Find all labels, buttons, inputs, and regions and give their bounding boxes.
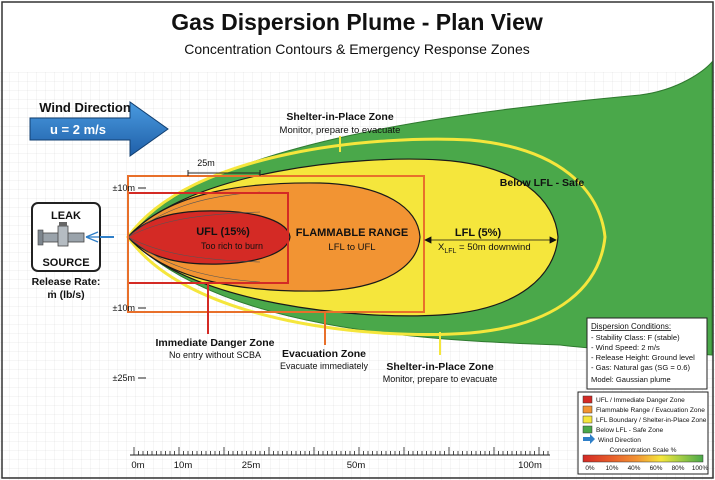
concentration-scale-bar xyxy=(582,454,704,463)
legend-swatch-ufl xyxy=(582,395,593,404)
conditions-title: Dispersion Conditions: xyxy=(591,322,671,331)
x-top-bracket xyxy=(187,170,261,176)
y-axis-label-bottom: ±25m xyxy=(113,373,135,383)
legend-wind-arrow-icon xyxy=(583,434,595,444)
evac-title: Evacuation Zone xyxy=(282,348,366,360)
evac-desc: Evacuate immediately xyxy=(280,361,369,371)
conditions-line-2: - Wind Speed: 2 m/s xyxy=(591,343,660,352)
y-axis-label-mid: ±10m xyxy=(113,303,135,313)
y-axis-label-top: ±10m xyxy=(113,183,135,193)
evacuation-boundary xyxy=(127,175,425,313)
scale-label-40: 40% xyxy=(628,465,641,472)
legend-label-safe: Below LFL - Safe Zone xyxy=(596,427,664,434)
scale-title: Concentration Scale % xyxy=(609,447,676,454)
legend-label-wind: Wind Direction xyxy=(598,437,641,444)
lfl-distance-arrow xyxy=(424,236,557,244)
below-lfl-label: Below LFL - Safe xyxy=(500,177,585,189)
ufl-title: UFL (15%) xyxy=(196,226,250,238)
legend-label-ufl: UFL / Immediate Danger Zone xyxy=(596,397,685,404)
wind-speed: u = 2 m/s xyxy=(50,122,106,137)
x-axis-ticks xyxy=(133,447,549,455)
scale-label-0: 0% xyxy=(585,465,595,472)
x-label-50m: 50m xyxy=(347,460,366,471)
x-label-100m: 100m xyxy=(518,460,542,471)
danger-desc: No entry without SCBA xyxy=(169,350,261,360)
ufl-desc: Too rich to burn xyxy=(201,241,263,251)
x-label-0m: 0m xyxy=(131,460,144,471)
conditions-line-4: - Gas: Natural gas (SG = 0.6) xyxy=(591,363,690,372)
x-label-25m: 25m xyxy=(242,460,261,471)
ufl-zone xyxy=(127,210,291,265)
lfl-title: LFL (5%) xyxy=(455,227,502,239)
flammable-title: FLAMMABLE RANGE xyxy=(296,227,408,239)
scale-label-60: 60% xyxy=(650,465,663,472)
conditions-box xyxy=(586,317,708,390)
legend-label-flammable: Flammable Range / Evacuation Zone xyxy=(596,407,705,414)
release-rate-label: Release Rate: xyxy=(32,276,101,288)
legend-swatch-flammable xyxy=(582,405,593,414)
legend-swatch-lfl xyxy=(582,415,593,424)
leak-spray-icon xyxy=(85,231,114,243)
release-rate-value: ṁ (lb/s) xyxy=(47,289,84,301)
x-top-label: 25m xyxy=(197,158,215,168)
legend-label-lfl: LFL Boundary / Shelter-in-Place Zone xyxy=(596,417,707,424)
shelter-top-title: Shelter-in-Place Zone xyxy=(286,111,394,123)
wind-arrow-icon xyxy=(29,101,169,157)
wind-label: Wind Direction xyxy=(39,100,131,115)
leak-label: LEAK xyxy=(51,210,81,222)
shelter-zone-outline xyxy=(126,137,607,336)
danger-title: Immediate Danger Zone xyxy=(155,337,274,349)
shelter-bottom-title: Shelter-in-Place Zone xyxy=(386,361,494,373)
scale-label-80: 80% xyxy=(672,465,685,472)
page-title: Gas Dispersion Plume - Plan View xyxy=(171,9,543,35)
shelter-top-desc: Monitor, prepare to evacuate xyxy=(280,125,401,136)
legend-swatch-safe xyxy=(582,425,593,434)
conditions-line-3: - Release Height: Ground level xyxy=(591,353,695,362)
lfl-desc: XLFL = 50m downwind xyxy=(438,242,531,255)
scale-label-100: 100% xyxy=(692,465,709,472)
pipe-valve-icon xyxy=(37,222,85,247)
x-label-10m: 10m xyxy=(174,460,193,471)
shelter-bottom-desc: Monitor, prepare to evacuate xyxy=(383,374,498,384)
page-subtitle: Concentration Contours & Emergency Respo… xyxy=(184,41,530,57)
flammable-desc: LFL to UFL xyxy=(328,242,375,253)
conditions-line-1: - Stability Class: F (stable) xyxy=(591,333,680,342)
conditions-line-5: Model: Gaussian plume xyxy=(591,375,671,384)
scale-label-10: 10% xyxy=(606,465,619,472)
source-label: SOURCE xyxy=(42,257,89,269)
